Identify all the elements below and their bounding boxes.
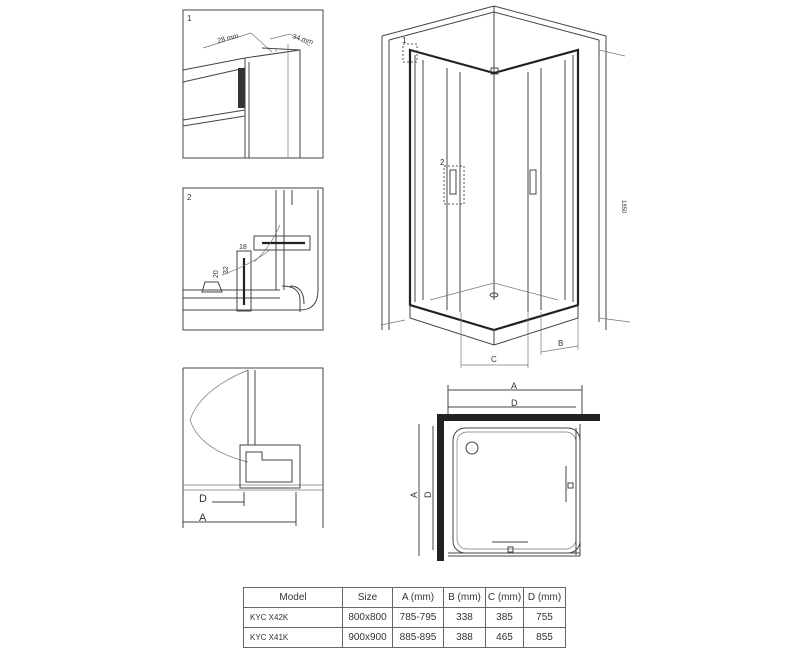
table-row: KYC X41K 900x900 885-895 388 465 855 (243, 627, 566, 648)
cell-model: KYC X42K (243, 607, 343, 628)
plan-view: A D A D (409, 381, 600, 561)
detail-2-label: 2 (187, 193, 192, 202)
dim-18: 18 (239, 244, 247, 251)
cell-d: 755 (523, 607, 566, 628)
header-a: A (mm) (392, 587, 444, 608)
header-b: B (mm) (443, 587, 486, 608)
cell-b: 388 (443, 627, 486, 648)
plan-dim-d-top: D (511, 398, 518, 408)
dim-34mm: 34 mm (291, 33, 314, 46)
dim-a-label: A (199, 512, 207, 524)
detail-3-panel: D A (182, 367, 324, 528)
shower-enclosure-view: 1 2 C B 1850 (380, 5, 631, 368)
cell-model: KYC X41K (243, 627, 343, 648)
header-c: C (mm) (485, 587, 524, 608)
callout-2: 2 (440, 158, 445, 167)
plan-dim-a-top: A (511, 381, 517, 391)
dim-d-label: D (199, 493, 207, 505)
dim-28mm: 28 mm (217, 33, 240, 45)
spec-table: Model Size A (mm) B (mm) C (mm) D (mm) K… (243, 587, 566, 648)
cell-c: 465 (485, 627, 524, 648)
dim-32: 32 (223, 266, 230, 274)
detail-1-label: 1 (187, 14, 192, 23)
header-size: Size (342, 587, 393, 608)
cell-a: 885-895 (392, 627, 444, 648)
plan-dim-d-left: D (423, 491, 433, 498)
cell-b: 338 (443, 607, 486, 628)
table-header-row: Model Size A (mm) B (mm) C (mm) D (mm) (243, 587, 566, 608)
dim-b-label: B (558, 339, 563, 348)
dim-c-label: C (491, 355, 497, 364)
plan-dim-a-left: A (409, 492, 419, 498)
dim-20: 20 (213, 270, 220, 278)
cell-size: 800x800 (342, 607, 393, 628)
cell-d: 855 (523, 627, 566, 648)
height-dim: 1850 (620, 200, 626, 214)
cell-a: 785-795 (392, 607, 444, 628)
detail-2-panel: 2 18 32 20 (182, 187, 324, 331)
cell-size: 900x900 (342, 627, 393, 648)
callout-1: 1 (402, 36, 407, 45)
header-d: D (mm) (523, 587, 566, 608)
table-row: KYC X42K 800x800 785-795 338 385 755 (243, 607, 566, 628)
cell-c: 385 (485, 607, 524, 628)
detail-1-panel: 1 28 mm 34 mm (182, 9, 324, 159)
header-model: Model (243, 587, 343, 608)
